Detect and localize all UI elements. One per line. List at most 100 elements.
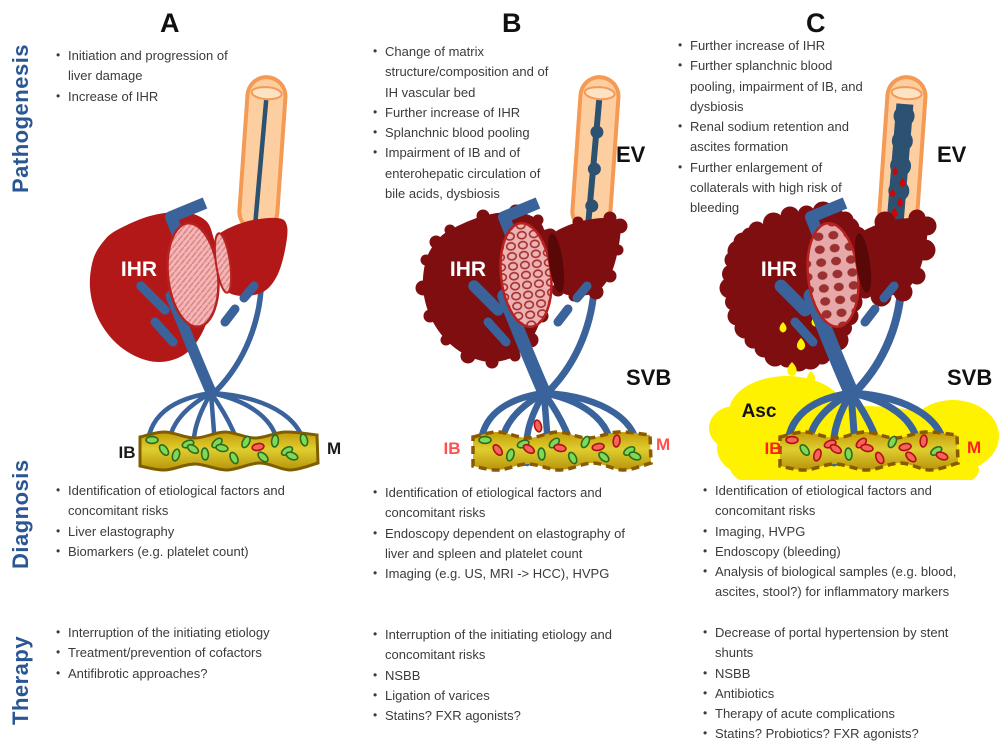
bullet-item: Antibiotics [702, 684, 964, 704]
m-label: M [656, 435, 670, 454]
bacterium-commensal [567, 451, 578, 465]
bullet-item: Statins? Probiotics? FXR agonists? [702, 724, 964, 744]
bullet-item: Ligation of varices [372, 686, 644, 706]
bullet-item: Renal sodium retention and ascites forma… [677, 117, 867, 158]
bacterium-pathogenic [785, 435, 799, 445]
bacterium-commensal [145, 435, 159, 445]
bullet-item: Further increase of IHR [677, 36, 867, 56]
liver-nodule-bump [420, 254, 432, 266]
bacterium-commensal [887, 435, 898, 449]
blood-drop [889, 188, 896, 197]
bullet-item: Impairment of IB and of enterohepatic ci… [372, 143, 552, 204]
liver-right-lobe [547, 217, 621, 297]
bacterium-commensal [285, 451, 299, 461]
bacterium-pathogenic [919, 434, 928, 448]
esophagus-opening [890, 86, 923, 101]
esophagus-tube [570, 75, 621, 260]
ascites-drop [806, 371, 816, 384]
row-label-pathogenesis: Pathogenesis [8, 43, 33, 193]
bacterium-commensal [171, 448, 181, 462]
bacterium-pathogenic [492, 443, 504, 457]
ib-label: IB [444, 439, 461, 458]
liver-cut-shadow [213, 232, 233, 294]
liver-nodule-bump [509, 350, 521, 362]
liver-nodule-bump [423, 309, 437, 323]
row-label-diagnosis: Diagnosis [8, 459, 33, 569]
interrupted-vessel-segment [220, 304, 240, 327]
ib-label: IB [119, 443, 136, 462]
bacterium-pathogenic [522, 443, 536, 455]
varix-bead [585, 199, 599, 213]
liver-nodule-bump [476, 209, 490, 223]
bacterium-pathogenic [935, 451, 949, 461]
liver-nodule-bump [532, 214, 544, 226]
liver-nodule-bump [908, 267, 926, 285]
liver-nodule-bump [603, 269, 617, 283]
bullet-item: Treatment/prevention of cofactors [55, 643, 337, 663]
ib-label: IB [765, 439, 782, 458]
liver-nodule-bump [603, 211, 617, 225]
bullet-item: Identification of etiological factors an… [372, 483, 626, 524]
svb-label: SVB [626, 365, 671, 390]
bullet-item: Statins? FXR agonists? [372, 706, 644, 726]
bacterium-pathogenic [553, 443, 567, 453]
bacterium-commensal [215, 443, 229, 453]
bacterium-translocated [533, 419, 543, 433]
interrupted-vessel-segment [860, 304, 880, 327]
svb-label: SVB [947, 365, 992, 390]
bullet-item: Further enlargement of collaterals with … [677, 158, 867, 219]
liver-nodule-bump [734, 317, 756, 339]
ascites-drop [776, 377, 786, 391]
portal-branch [790, 317, 818, 347]
ev-label: EV [616, 142, 646, 167]
bacterium-commensal [598, 451, 610, 463]
bullet-item: Analysis of biological samples (e.g. blo… [702, 562, 984, 603]
ihr-label: IHR [761, 258, 797, 281]
column-header-a: A [160, 8, 180, 38]
liver-nodule-bump [719, 277, 741, 299]
bacterium-commensal [844, 447, 853, 461]
bacterium-pathogenic [612, 434, 621, 448]
liver-nodule-bump [725, 293, 742, 311]
bacterium-commensal [537, 447, 546, 461]
bacterium-pathogenic [898, 442, 912, 452]
bacterium-pathogenic [251, 442, 265, 452]
bullet-item: Biomarkers (e.g. platelet count) [55, 542, 323, 562]
bacterium-commensal [299, 433, 309, 447]
ascites-fluid [709, 406, 761, 450]
liver-cut-shadow [854, 233, 872, 293]
bullet-item: Increase of IHR [55, 87, 240, 107]
blood-drop [899, 178, 906, 187]
diagnosis-list-c: Identification of etiological factors an… [702, 481, 984, 603]
liver-nodule-bump [444, 224, 456, 236]
portal-branch [468, 280, 504, 316]
bullet-item: Endoscopy (bleeding) [702, 542, 984, 562]
esophagus-tube [237, 75, 288, 260]
bullet-item: NSBB [702, 664, 964, 684]
varix-bead [587, 162, 601, 176]
varix-bead [590, 125, 604, 139]
interrupted-vessel-segment [879, 281, 899, 303]
m-label: M [967, 438, 981, 457]
portal-branch [136, 281, 170, 315]
bacterium-commensal [799, 443, 811, 457]
liver-nodule-bump [588, 284, 604, 300]
interrupted-vessel-segment [239, 281, 259, 303]
bullet-item: Interruption of the initiating etiology … [372, 625, 644, 666]
therapy-list-a: Interruption of the initiating etiologyT… [55, 623, 337, 684]
bacterium-commensal [270, 434, 280, 448]
bacterium-pathogenic [812, 448, 822, 462]
therapy-list-c: Decrease of portal hypertension by stent… [702, 623, 964, 745]
bacterium-pathogenic [905, 451, 917, 463]
bacterium-commensal [229, 451, 239, 465]
liver-nodule-bump [460, 348, 476, 364]
ascites-drop [796, 338, 806, 351]
varix-bulge [891, 130, 913, 152]
m-label: M [327, 439, 341, 458]
liver-nodule-bump [612, 244, 624, 256]
bullet-item: Splanchnic blood pooling [372, 123, 552, 143]
